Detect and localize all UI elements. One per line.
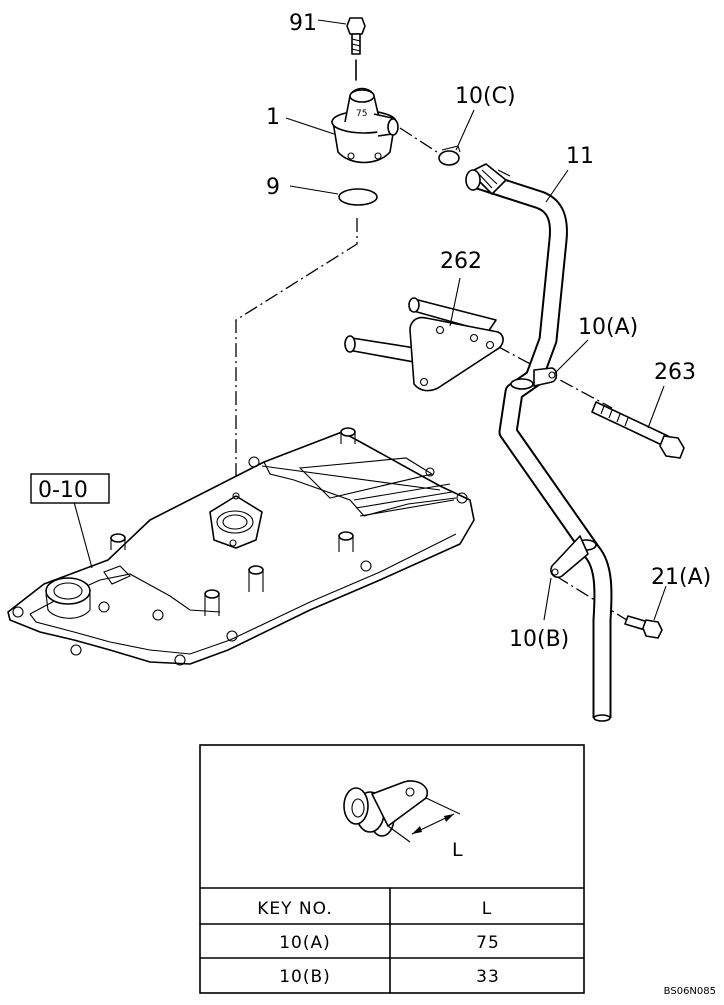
head-cover-0-10 — [7, 427, 475, 666]
dimension-l-label: L — [452, 839, 463, 861]
table-header-key-no: KEY NO. — [257, 899, 333, 919]
table-cell-l: 75 — [476, 933, 500, 953]
table-cell-key: 10(B) — [279, 967, 331, 987]
o-ring-9 — [338, 188, 378, 206]
pcv-valve-1: 75 — [331, 87, 399, 164]
bolt-21a — [624, 615, 663, 639]
label-0-10-box — [30, 473, 110, 504]
label-0-10: 0-10 — [38, 478, 88, 503]
pipe-11 — [465, 163, 613, 722]
leader-lines — [73, 19, 667, 621]
table-cell-l: 33 — [476, 967, 500, 987]
drawing-code: BS06N085 — [664, 986, 716, 997]
bolt-91 — [346, 17, 366, 81]
table-cell-key: 10(A) — [279, 933, 331, 953]
label-10c: 10(C) — [455, 84, 516, 109]
label-262: 262 — [440, 249, 482, 274]
label-1: 1 — [266, 105, 280, 130]
label-263: 263 — [654, 360, 696, 385]
clamp-detail-drawing — [343, 780, 461, 843]
bracket-262 — [344, 297, 504, 392]
svg-text:75: 75 — [356, 109, 367, 119]
bolt-263 — [591, 401, 685, 459]
label-11: 11 — [566, 144, 594, 169]
detail-table-box — [199, 744, 585, 994]
label-91: 91 — [289, 11, 317, 36]
label-10b: 10(B) — [509, 627, 569, 652]
table-header-l: L — [482, 899, 492, 919]
label-21a: 21(A) — [651, 565, 711, 590]
label-9: 9 — [266, 175, 280, 200]
label-10a: 10(A) — [578, 315, 638, 340]
